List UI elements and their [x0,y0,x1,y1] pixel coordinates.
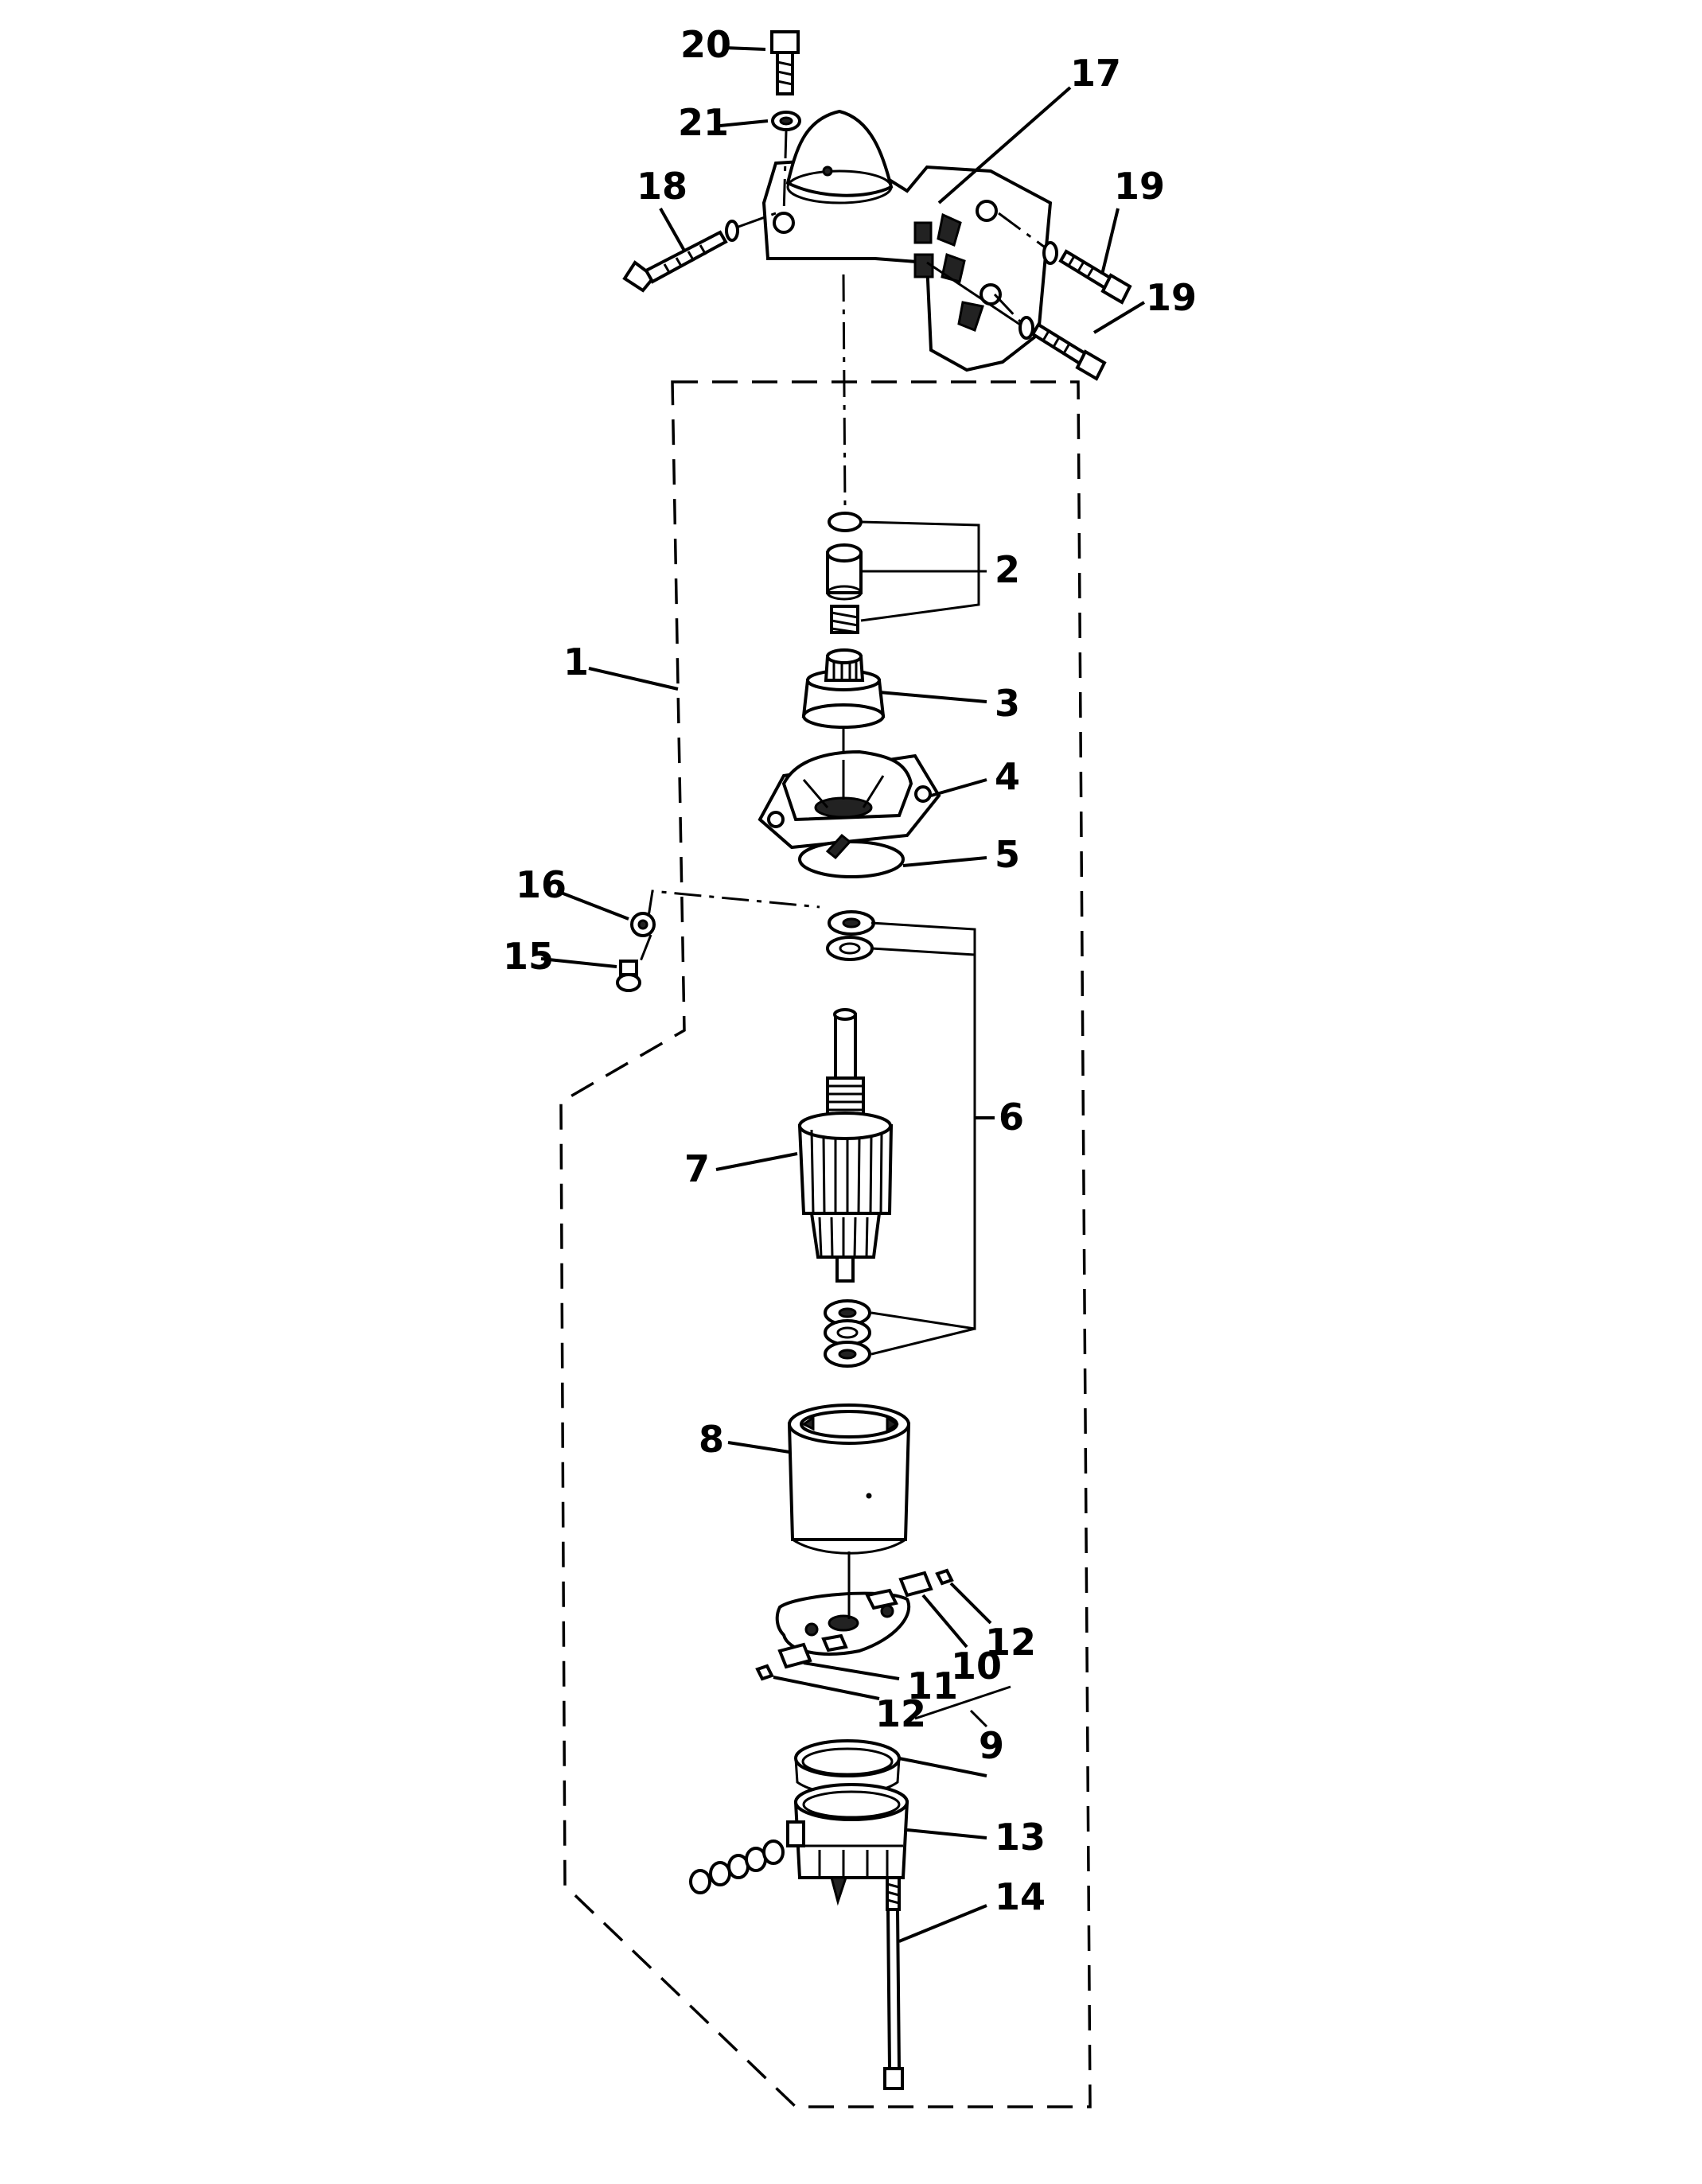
callout-9: 9 [979,1724,1004,1767]
callout-20: 20 [680,23,731,66]
callout-3: 3 [995,682,1020,725]
screw-15 [616,960,641,992]
callout-17: 17 [1070,52,1121,95]
brush-plate-9 [775,1588,911,1656]
brush-10 [898,1571,933,1598]
drive-lever-5 [798,833,905,878]
assembly-boundary [559,380,1092,2108]
callout-1: 1 [563,640,589,683]
bolt-19-lower [1018,316,1107,381]
spring-set-13 [689,1839,785,1894]
callout-19-lower: 19 [1146,276,1197,319]
retaining-ring-2 [828,512,863,532]
leader-18 [659,208,686,251]
callout-5: 5 [995,833,1020,876]
callout-11: 11 [907,1664,958,1707]
leader-9 [914,1685,1011,1728]
callout-12-upper: 12 [985,1621,1036,1664]
leader-6 [870,921,976,1356]
leader-9-ring [898,1757,987,1777]
armature-7 [797,1008,894,1283]
bolt-20 [770,30,800,95]
callout-18: 18 [637,165,687,208]
callout-2: 2 [995,548,1020,591]
leader-17 [937,86,1072,204]
leader-10 [921,1594,968,1649]
stop-collar-2 [826,543,863,601]
leader-1 [588,667,679,691]
bolt-18 [622,220,739,293]
callout-14: 14 [995,1875,1046,1918]
leader-11 [803,1661,900,1680]
drive-end-housing-4 [758,749,941,850]
leader-16 [556,890,629,921]
callout-16: 16 [516,863,567,906]
callout-19-upper: 19 [1114,165,1165,208]
leader-21 [719,119,769,127]
brush-11 [777,1642,812,1669]
leader-7 [715,1152,798,1171]
leader-5 [902,856,987,867]
leader-14 [898,1904,987,1943]
leader-20 [723,46,766,51]
end-cap-13 [786,1783,909,1906]
callout-13: 13 [995,1816,1046,1859]
callout-12-lower: 12 [875,1692,926,1735]
spring-12-upper [935,1568,954,1586]
leader-19-upper [1100,208,1120,275]
callout-10: 10 [951,1645,1002,1688]
spring-2 [830,605,859,634]
leader-19-lower [1092,301,1146,334]
callout-8: 8 [699,1418,724,1461]
callout-6: 6 [999,1096,1024,1139]
alignment-line-20 [782,130,788,216]
drive-pinion-3 [801,648,886,729]
callout-7: 7 [684,1147,710,1190]
callout-21: 21 [678,101,729,144]
leader-12-lower [773,1676,880,1700]
leader-12-upper [949,1582,992,1625]
field-frame-8 [787,1403,911,1555]
leader-13 [906,1828,987,1839]
leader-2 [860,520,987,622]
callout-4: 4 [995,755,1020,798]
leader-3 [878,691,987,703]
thrust-washer-6-b [826,936,874,961]
through-bolt-14 [883,1876,904,2090]
leader-15 [540,957,617,968]
leader-4 [930,778,987,797]
bolt-19-upper [1042,241,1132,305]
leader-8 [727,1441,790,1454]
mounting-bracket [761,109,1053,372]
spring-12-lower [755,1664,774,1681]
callout-15: 15 [503,935,554,978]
center-axis-upper [842,274,847,510]
